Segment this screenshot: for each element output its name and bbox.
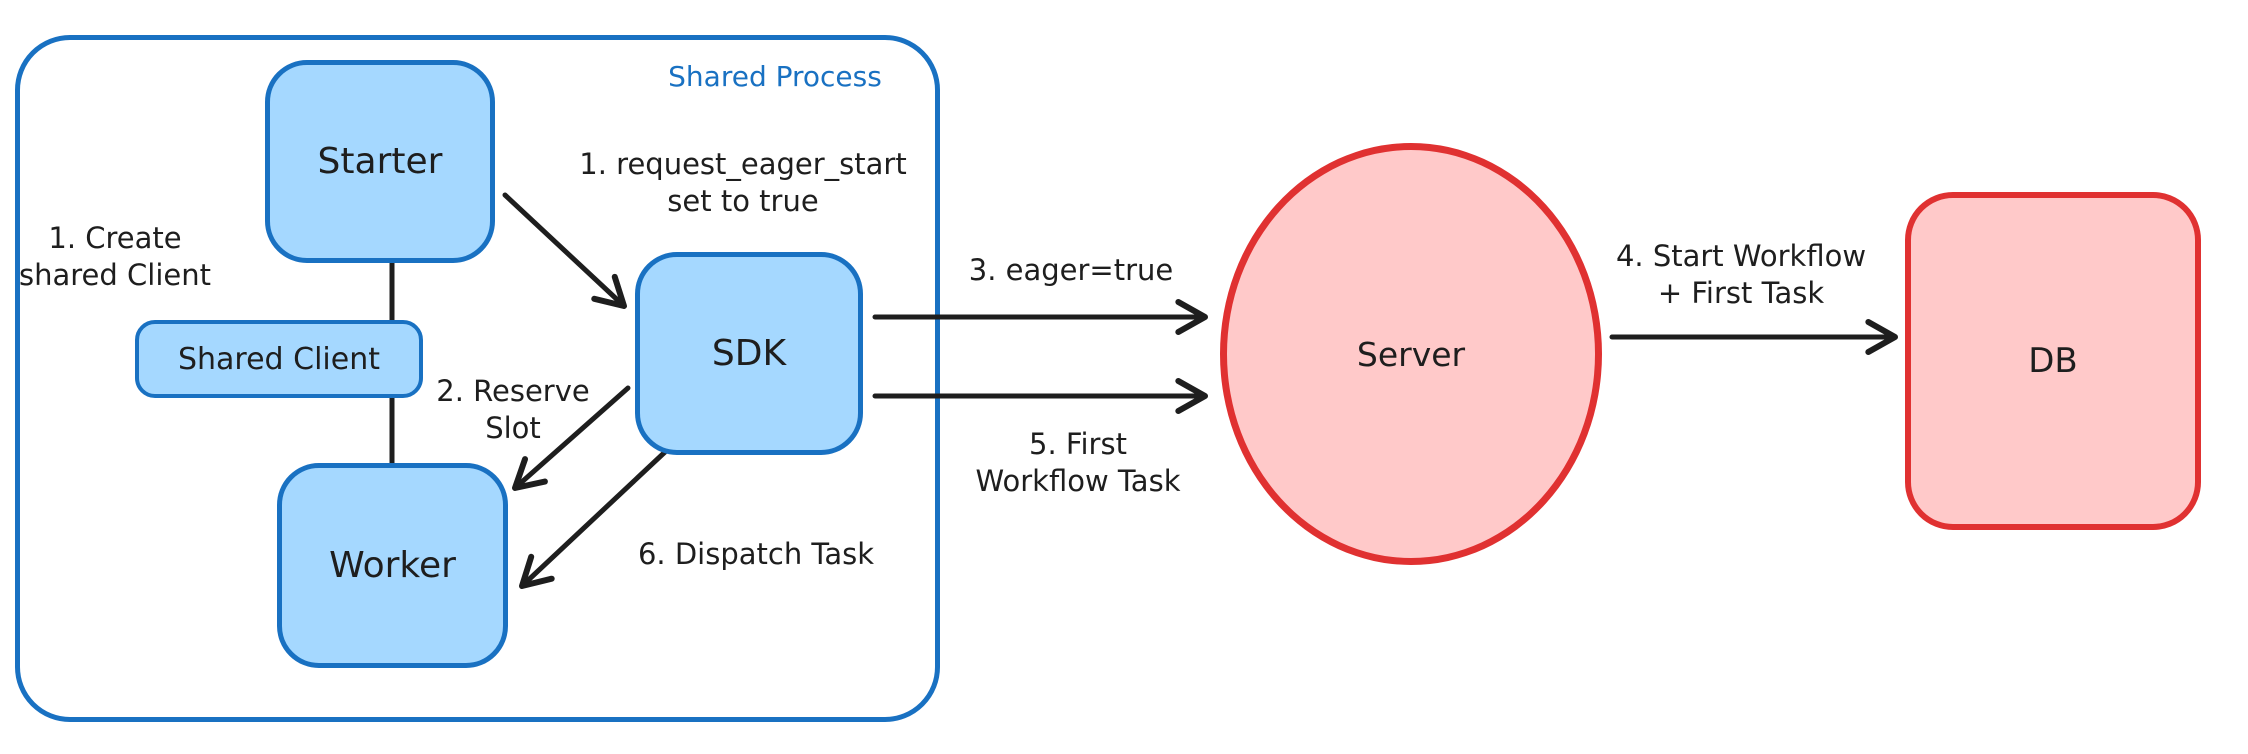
arrow-sdk-to-worker-reserve-slot xyxy=(512,385,631,491)
node-db: DB xyxy=(1905,192,2201,530)
arrow-starter-to-sdk xyxy=(502,192,627,309)
annotation-start-workflow: 4. Start Workflow + First Task xyxy=(1615,239,1867,310)
node-server-label: Server xyxy=(1356,334,1466,374)
annotation-create-shared-client: 1. Create shared Client xyxy=(19,221,211,292)
annotation-first-workflow-task: 5. First Workflow Task xyxy=(975,427,1181,498)
node-starter-label: Starter xyxy=(317,141,443,182)
node-worker-label: Worker xyxy=(329,545,456,586)
node-server: Server xyxy=(1220,143,1602,565)
node-db-label: DB xyxy=(2028,341,2078,381)
node-sdk: SDK xyxy=(635,252,863,455)
annotation-dispatch-task: 6. Dispatch Task xyxy=(637,537,875,571)
node-worker: Worker xyxy=(277,463,508,668)
shared-process-label: Shared Process xyxy=(668,60,882,93)
annotation-reserve-slot: 2. Reserve Slot xyxy=(436,374,590,445)
arrow-sdk-to-worker-dispatch-task xyxy=(519,449,668,589)
annotation-eager-true: 3. eager=true xyxy=(968,253,1174,287)
node-sdk-label: SDK xyxy=(711,333,787,374)
node-shared-client-label: Shared Client xyxy=(177,341,380,377)
annotation-request-eager-start: 1. request_eager_start set to true xyxy=(579,147,907,218)
node-shared-client: Shared Client xyxy=(135,320,423,398)
node-starter: Starter xyxy=(265,60,495,263)
